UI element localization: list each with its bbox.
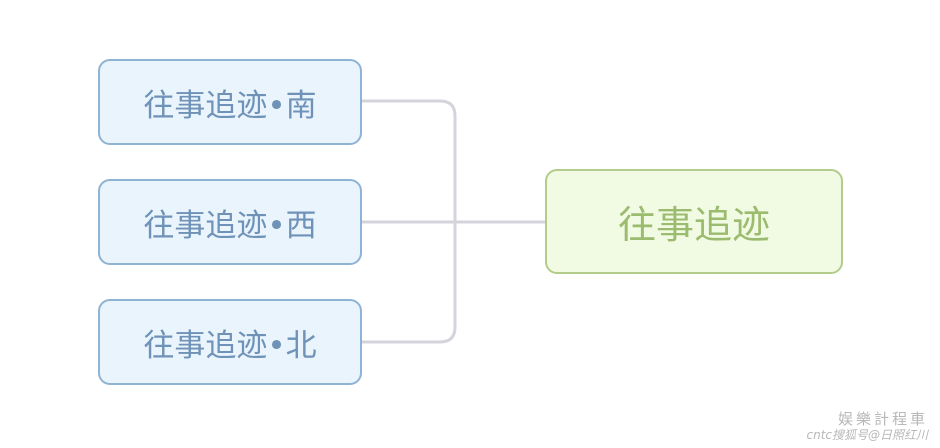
- node-north[interactable]: 往事追迹•北: [98, 299, 362, 385]
- node-label: 往事追迹•西: [143, 207, 317, 244]
- node-south[interactable]: 往事追迹•南: [98, 59, 362, 145]
- root-node[interactable]: 往事追迹: [545, 169, 843, 274]
- connector-north: [362, 222, 457, 344]
- connector-south: [362, 99, 457, 222]
- node-label: 往事追迹•南: [143, 87, 317, 124]
- root-label: 往事追迹: [617, 203, 770, 247]
- watermark-line1: 娱樂計程車: [837, 410, 928, 428]
- watermark-line2: cntc搜狐号@日照红川: [806, 428, 928, 442]
- node-label: 往事追迹•北: [143, 327, 317, 364]
- node-west[interactable]: 往事追迹•西: [98, 179, 362, 265]
